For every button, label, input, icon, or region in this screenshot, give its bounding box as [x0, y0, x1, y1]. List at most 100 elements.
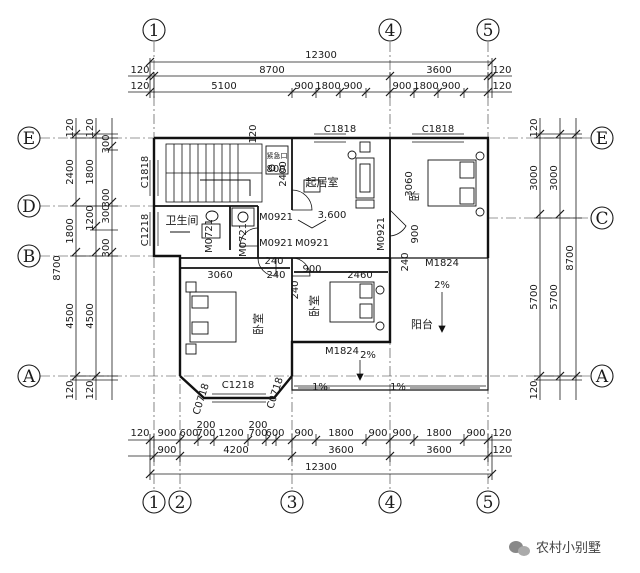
code-c1818-b: C1818	[422, 124, 454, 135]
dim-right-outer-4: 120	[529, 380, 540, 399]
room-balcony: 阳台	[411, 317, 433, 331]
code-n240-c: 240	[290, 280, 301, 299]
wechat-icon	[509, 541, 530, 556]
watermark-text: 农村小别墅	[536, 541, 601, 556]
bed-left	[185, 281, 237, 355]
dim-top-total: 12300	[305, 50, 337, 61]
dim-lines-left	[70, 118, 118, 400]
dim-bot-r1-4: 1200	[218, 428, 243, 439]
dim-left-small-3: 300	[101, 238, 112, 257]
code-slope-d: 1%	[390, 382, 406, 393]
dim-ticks-right	[535, 129, 581, 381]
dim-bot-r1-13: 120	[492, 428, 511, 439]
axis-top-1: 1	[149, 21, 160, 41]
axis-left-d: D	[22, 197, 36, 217]
dim-bot-r1-1: 900	[157, 428, 176, 439]
code-n900-a: 900	[302, 264, 321, 275]
axis-top-5: 5	[483, 21, 494, 41]
dim-left-small-2: 300	[101, 204, 112, 223]
code-c1818-a: C1818	[324, 124, 356, 135]
dim-left-inner-0: 120	[85, 118, 96, 137]
axis-right-c: C	[595, 209, 608, 229]
dim-top-r3-4: 900	[343, 81, 362, 92]
slope-arrows	[298, 292, 480, 389]
axis-bottom-1: 1	[149, 493, 160, 513]
code-m0921-a: M0921	[259, 212, 293, 223]
code-c1218: C1218	[140, 214, 151, 246]
dim-bot-r1-9: 900	[368, 428, 387, 439]
dim-bot-r2-0: 900	[157, 445, 176, 456]
dim-bot-r1-2: 600	[179, 428, 198, 439]
dim-bot-r2-4: 120	[492, 445, 511, 456]
axis-left-a: A	[22, 367, 36, 387]
elevation-marker	[297, 219, 327, 229]
dim-top-r3-5: 900	[392, 81, 411, 92]
dim-lines-bottom	[128, 434, 512, 480]
room-bedroom-right: 卧	[408, 191, 421, 202]
code-n3060-a: 3060	[207, 270, 232, 281]
axis-bubbles-top	[142, 18, 500, 42]
dim-top-r3-8: 120	[492, 81, 511, 92]
code-c0718-right: C0718	[265, 376, 285, 410]
interior-walls	[154, 138, 391, 342]
dim-left-inner-2: 1200	[85, 205, 96, 230]
code-slope-c: 1%	[312, 382, 328, 393]
code-n240-d: 240	[400, 252, 411, 271]
room-bath: 卫生间	[166, 213, 199, 227]
dim-bot-r1-3: 700	[196, 428, 215, 439]
dim-top-r2-0: 120	[130, 65, 149, 76]
axis-right-a: A	[595, 367, 609, 387]
code-m0921-b: M0921	[259, 238, 293, 249]
code-n120: 120	[248, 124, 259, 143]
dim-bot-r1-5: 700	[248, 428, 267, 439]
dim-lines-right	[534, 118, 582, 400]
dim-top-r3-1: 5100	[211, 81, 236, 92]
code-n2460: 2460	[347, 270, 372, 281]
code-n240-a: 240	[264, 256, 283, 267]
windows	[149, 133, 464, 403]
code-elevation: 3.600	[318, 210, 347, 221]
code-n2400: 2400	[278, 161, 289, 186]
axis-bubbles-right	[590, 126, 614, 388]
dim-right-inner-0: 3000	[549, 165, 560, 190]
axis-bubbles-bottom	[142, 490, 500, 514]
dim-lines-top	[128, 58, 512, 98]
dim-bot-r1-11: 1800	[426, 428, 451, 439]
code-m1824-a: M1824	[425, 258, 459, 269]
balcony-outline	[291, 257, 489, 391]
dim-left-outer-3: 8700	[52, 255, 63, 280]
axis-bottom-3: 3	[287, 493, 298, 513]
dim-top-r2-1: 8700	[259, 65, 284, 76]
code-n3060-b: 3060	[404, 171, 415, 196]
code-n240-b: 240	[266, 270, 285, 281]
axis-bottom-2: 2	[175, 493, 186, 513]
dim-top-r3-0: 120	[130, 81, 149, 92]
room-bedroom-left: 卧室	[251, 313, 265, 335]
living-furniture	[303, 141, 375, 209]
dim-ticks-left	[71, 129, 117, 381]
dim-ticks-bottom	[145, 435, 497, 479]
bath-fixtures	[170, 207, 255, 239]
room-bedroom-mid: 卧室	[307, 295, 321, 317]
dim-ticks-top	[145, 57, 497, 97]
watermark: 农村小别墅	[509, 541, 601, 556]
dim-right-outer-2: 8700	[565, 245, 576, 270]
dim-left-small-1: 300	[101, 188, 112, 207]
dim-bot-r2-3: 3600	[426, 445, 451, 456]
dim-bot-r1-12: 900	[466, 428, 485, 439]
room-living: 起居室	[306, 175, 339, 189]
utility-box	[265, 145, 289, 175]
axis-top-4: 4	[385, 21, 396, 41]
code-m0721-a: M0721	[204, 219, 215, 253]
bed-right	[427, 151, 485, 217]
code-n800: 800	[266, 164, 285, 175]
dim-left-outer-1: 2400	[65, 159, 76, 184]
dim-bot-total: 12300	[305, 462, 337, 473]
dim-bot-r1-10: 900	[392, 428, 411, 439]
axis-bubbles-left	[17, 126, 41, 388]
axis-right-e: E	[596, 129, 608, 149]
code-m0921-d: M0921	[376, 217, 387, 251]
code-c1818-v: C1818	[140, 156, 151, 188]
dim-bot-extra-1: 200	[248, 420, 267, 431]
